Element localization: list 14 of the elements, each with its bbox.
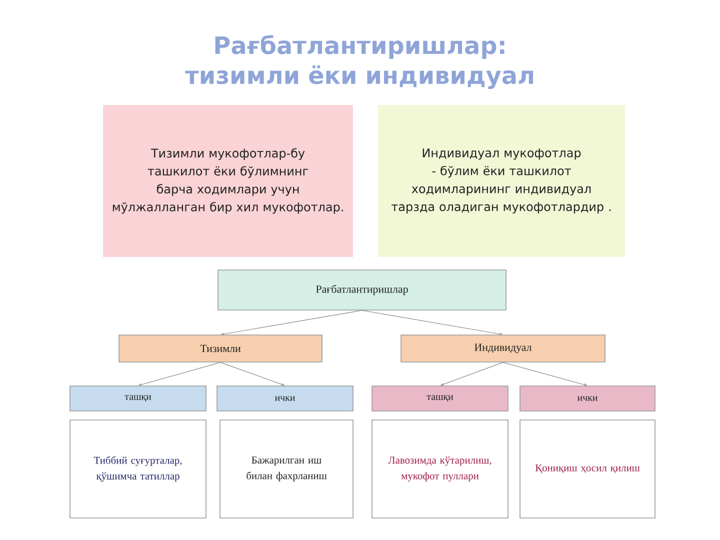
category-box: ички bbox=[520, 386, 656, 412]
title: Рағбатлантиришлар: тизимли ёки индивидуал bbox=[185, 35, 534, 89]
definition-box: Тизимли мукофотлар-бу ташкилот ёки бўлимнинг барча ходимлари учун мўлжалланган бир хил мукофотлар. bbox=[103, 104, 353, 257]
category-box: ташқи bbox=[70, 386, 206, 412]
category-box: Индивидуал bbox=[400, 334, 606, 362]
example-box: Лавозимда кўтарилиш, мукофот пуллари bbox=[372, 420, 508, 518]
category-box: ташқи bbox=[372, 386, 508, 412]
category-box: ички bbox=[216, 386, 354, 412]
example-box: Тиббий суғурталар, қўшимча татиллар bbox=[70, 420, 206, 518]
example-box: Бажарилган иш билан фахрланиш bbox=[220, 420, 354, 518]
definition-box: Индивидуал мукофотлар - бўлим ёки ташкилот ходимларининг индивидуал тарзда оладиган мукофотлардир . bbox=[378, 104, 625, 257]
category-box: Тизимли bbox=[118, 334, 322, 362]
example-box: Қониқиш ҳосил қилиш bbox=[520, 420, 656, 518]
category-box: Рағбатлантиришлар bbox=[218, 270, 506, 310]
